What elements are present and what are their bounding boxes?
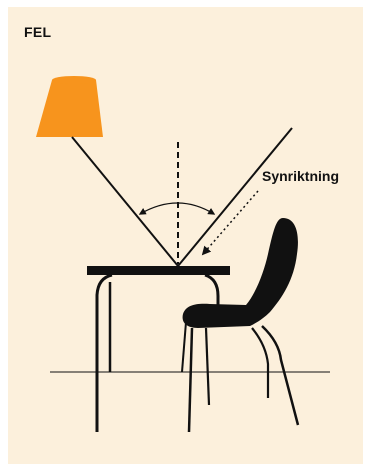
chair-leg-rear-rod — [182, 322, 186, 372]
lamp-shade-top — [52, 76, 96, 84]
chair-leg-front-right — [206, 328, 209, 405]
sight-direction-arrow — [203, 191, 258, 254]
corner-label: FEL — [24, 24, 51, 40]
incident-ray — [72, 137, 178, 266]
lamp-shade-icon — [36, 80, 103, 137]
chair-leg-front-left — [189, 328, 192, 432]
chair-leg-back-left — [252, 328, 268, 398]
sight-direction-label: Synriktning — [262, 168, 339, 184]
table-top — [87, 266, 230, 275]
table-leg-right — [205, 275, 218, 305]
